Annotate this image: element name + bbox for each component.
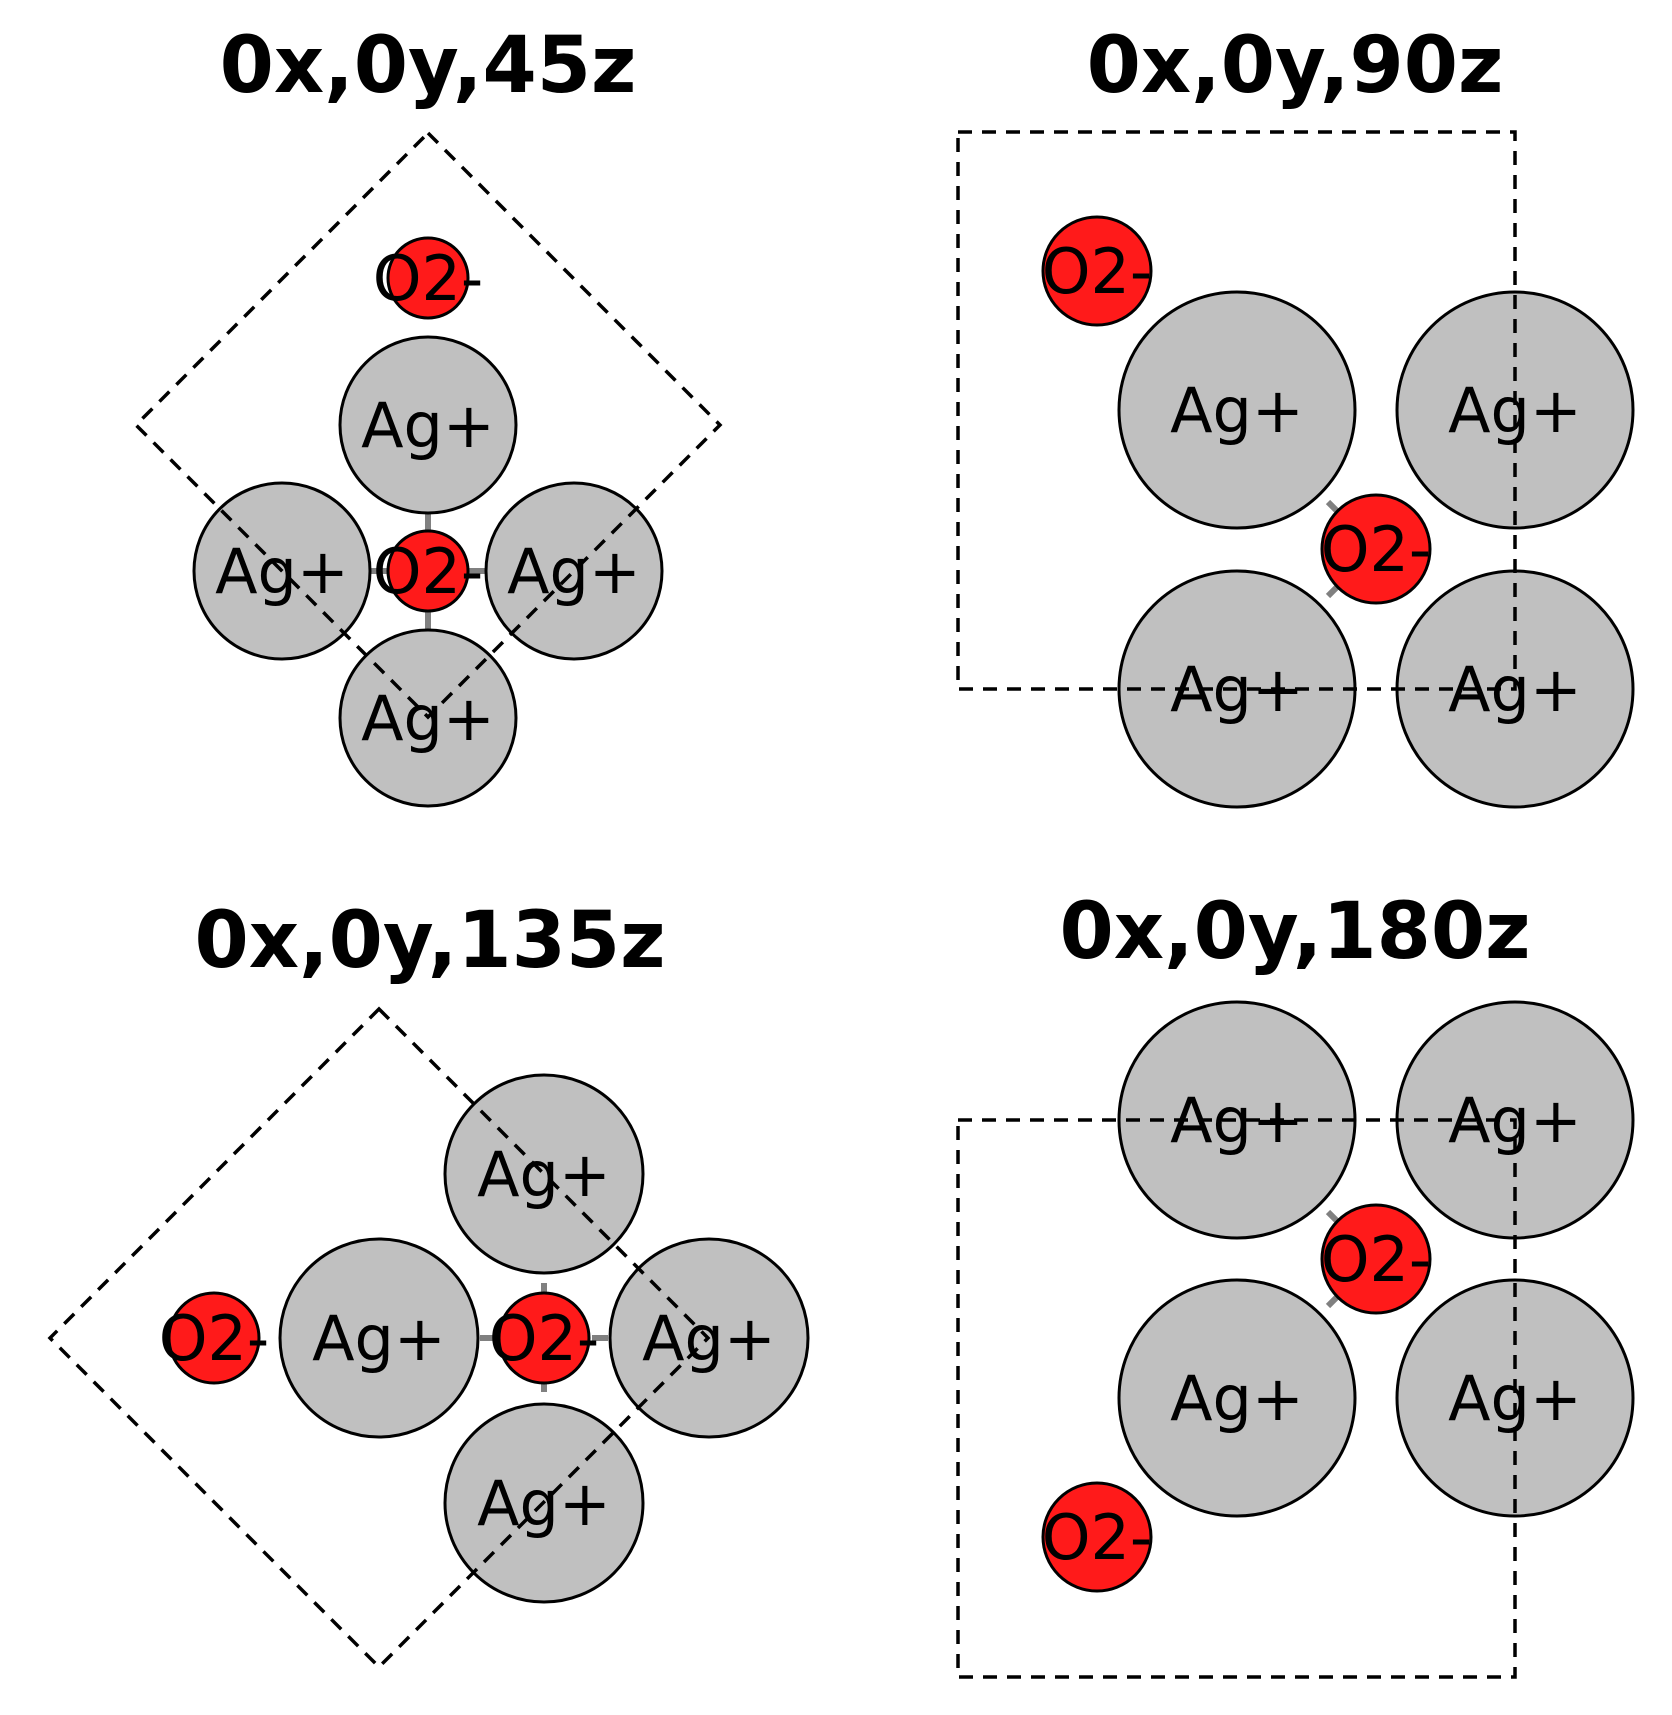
cation-atom	[278, 1237, 480, 1439]
atom-label: O2-	[489, 1302, 600, 1375]
panel-title: 0x,0y,180z	[1059, 887, 1530, 977]
cation-atom	[1117, 1278, 1357, 1518]
cation-atom	[1395, 1278, 1635, 1518]
atom-label: Ag+	[1448, 1084, 1582, 1157]
atom-label: Ag+	[215, 535, 349, 608]
panel-title: 0x,0y,45z	[220, 21, 637, 111]
atom-label: O2-	[373, 242, 484, 315]
atom-label: Ag+	[1170, 1084, 1304, 1157]
panel-180z: 0x,0y,180z Ag+ Ag+ O2- Ag+ Ag+ O2-	[956, 887, 1635, 1679]
cation-atom	[1117, 290, 1357, 530]
unit-cell-outline	[956, 130, 1517, 691]
atom-label: Ag+	[1170, 374, 1304, 447]
panel-90z: 0x,0y,90z O2- Ag+ Ag+ O2- Ag+ Ag+	[956, 21, 1635, 809]
atom-label: Ag+	[361, 682, 495, 755]
atom-label: Ag+	[312, 1302, 446, 1375]
anion-atom	[1041, 1481, 1153, 1593]
atom-label: Ag+	[507, 535, 641, 608]
anion-atom	[386, 236, 470, 320]
anion-atom	[167, 1291, 261, 1385]
panel-title: 0x,0y,90z	[1087, 21, 1504, 111]
atom-label: O2-	[1042, 235, 1153, 308]
panel-title: 0x,0y,135z	[194, 896, 665, 986]
atom-label: Ag+	[1448, 653, 1582, 726]
atom-label: Ag+	[477, 1138, 611, 1211]
unit-cell-outline	[133, 130, 723, 720]
panel-45z: 0x,0y,45z O2- Ag+ Ag+ O2- Ag+ Ag+	[133, 21, 723, 808]
atom-label: Ag+	[1448, 1362, 1582, 1435]
atom-label: O2-	[1042, 1501, 1153, 1574]
atom-label: Ag+	[642, 1302, 776, 1375]
atom-label: O2-	[159, 1302, 270, 1375]
atom-label: O2-	[1321, 1223, 1432, 1296]
atom-label: O2-	[373, 535, 484, 608]
unit-cell-outline	[956, 1118, 1517, 1679]
anion-atom	[497, 1291, 591, 1385]
atom-label: Ag+	[361, 389, 495, 462]
atom-label: Ag+	[1170, 1362, 1304, 1435]
cation-atom	[1395, 290, 1635, 530]
cation-atom	[443, 1073, 645, 1275]
atom-label: O2-	[1321, 513, 1432, 586]
anion-atom	[1320, 1203, 1432, 1315]
cation-atom	[338, 335, 518, 515]
atom-label: Ag+	[1170, 653, 1304, 726]
panel-135z: 0x,0y,135z Ag+ O2- Ag+ O2- Ag+ Ag+	[47, 896, 810, 1670]
anion-atom	[1320, 493, 1432, 605]
anion-atom	[386, 529, 470, 613]
anion-atom	[1041, 215, 1153, 327]
atom-label: Ag+	[1448, 374, 1582, 447]
atom-label: Ag+	[477, 1467, 611, 1540]
